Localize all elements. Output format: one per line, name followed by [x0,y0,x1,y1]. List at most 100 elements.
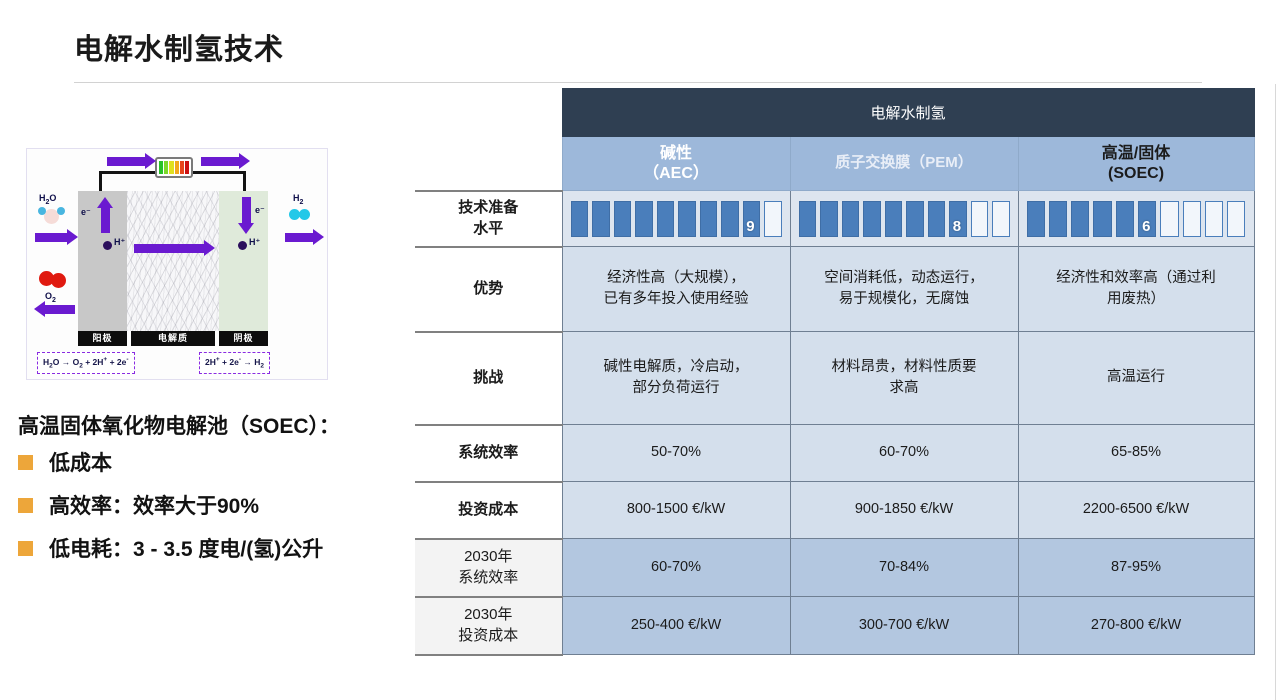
hydrogen-outlet-arrow [285,233,313,242]
table-row: 投资成本 800-1500 €/kW 900-1850 €/kW 2200-65… [415,480,1255,540]
row-label-2030-investment-cost: 2030年投资成本 [415,595,562,656]
current-arrow-right [201,157,239,166]
column-header-pem-line1: 质子交换膜（PEM） [835,154,973,172]
proton-label-cathode: H⁺ [249,237,261,247]
proton-migration-arrow-head-icon [204,240,215,256]
water-inlet-arrow-head-icon [67,229,78,245]
trl-segment [613,200,631,237]
trl-segment [592,200,610,237]
column-header-soec: 高温/固体 (SOEC) [1017,136,1255,191]
trl-segment [906,200,924,237]
advantages-pem: 空间消耗低，动态运行，易于规模化，无腐蚀 [789,246,1019,332]
trl-score-label: 6 [1142,218,1151,236]
trl-bar-soec: 6 [1019,191,1254,246]
water-molecule-h1-icon [38,207,46,215]
trl-bar-pem: 8 [791,191,1018,246]
list-item: 高效率：效率大于90% [18,490,448,520]
trl-segment [1182,200,1201,237]
investment-cost-soec: 2200-6500 €/kW [1017,481,1255,539]
oxygen-outlet-arrow-head-icon [34,301,45,317]
circuit-wire-left-down [99,171,102,193]
system-efficiency-pem: 60-70% [789,424,1019,482]
challenges-pem: 材料昂贵，材料性质要求高 [789,331,1019,425]
trl-segment [970,200,988,237]
title-divider [74,82,1202,83]
investment-cost-pem: 900-1850 €/kW [789,481,1019,539]
trl-bar-aec: 9 [563,191,790,246]
trl-segment [1026,200,1045,237]
hydrogen-molecule-b-icon [299,209,310,220]
trl-segment [742,200,760,237]
electrolyte-region [127,191,219,331]
row-label-trl: 技术准备水平 [415,189,562,248]
anode-label: 阳极 [78,331,127,346]
row-label-system-efficiency: 系统效率 [415,423,562,483]
table-row: 2030年投资成本 250-400 €/kW 300-700 €/kW 270-… [415,595,1255,656]
trl-segment [635,200,653,237]
investment-cost-2030-aec: 250-400 €/kW [561,596,791,655]
trl-segment [570,200,588,237]
column-header-pem: 质子交换膜（PEM） [789,136,1019,191]
water-molecule-h2-icon [57,207,65,215]
electron-label-cathode: e⁻ [255,205,265,215]
header-corner-blank [415,88,562,137]
soec-bullet-list: 低成本 高效率：效率大于90% 低电耗：3 - 3.5 度电/(氢)公升 [18,447,448,576]
trl-segment [798,200,816,237]
cathode-half-reaction: 2H+ + 2e- → H2 [199,352,270,374]
oxygen-outlet-arrow [45,305,75,314]
electron-flow-arrow-anode-head-icon [97,197,113,208]
challenges-soec: 高温运行 [1017,331,1255,425]
trl-segment [841,200,859,237]
page-title: 电解水制氢技术 [74,34,285,66]
trl-segment [949,200,967,237]
table-row: 挑战 碱性电解质，冷启动，部分负荷运行 材料昂贵，材料性质要求高 高温运行 [415,330,1255,426]
header-corner-blank-2 [415,136,562,191]
list-item-label: 低电耗：3 - 3.5 度电/(氢)公升 [49,538,324,561]
power-source-icon [155,157,193,178]
trl-score-label: 9 [746,218,755,236]
investment-cost-aec: 800-1500 €/kW [561,481,791,539]
table-header-group-row: 电解水制氢 [415,88,1255,137]
right-edge-divider [1275,84,1276,700]
trl-segment [992,200,1010,237]
investment-cost-2030-soec: 270-800 €/kW [1017,596,1255,655]
bullet-square-icon [18,540,33,556]
row-label-advantages: 优势 [415,245,562,333]
trl-segment [884,200,902,237]
trl-segment [1048,200,1068,237]
current-arrow-left-head-icon [145,153,156,169]
system-efficiency-2030-soec: 87-95% [1017,538,1255,597]
proton-dot-anode [103,241,112,250]
investment-cost-2030-pem: 300-700 €/kW [789,596,1019,655]
bullet-square-icon [18,497,33,513]
table-row: 优势 经济性高（大规模），已有多年投入使用经验 空间消耗低，动态运行，易于规模化… [415,245,1255,333]
trl-segment [764,200,782,237]
table-column-header-row: 碱性 （AEC） 质子交换膜（PEM） 高温/固体 (SOEC) [415,136,1255,191]
system-efficiency-2030-aec: 60-70% [561,538,791,597]
table-group-header: 电解水制氢 [561,88,1255,137]
column-header-aec-line1: 碱性 [659,144,692,162]
anode-half-reaction: H2O → O2 + 2H+ + 2e- [37,352,135,374]
row-label-investment-cost: 投资成本 [415,480,562,540]
trl-segment [699,200,717,237]
trl-segment [678,200,696,237]
circuit-wire-right-down [243,171,246,193]
soec-heading: 高温固体氧化物电解池（SOEC）： [18,415,341,438]
circuit-wire-left-top [99,171,161,174]
current-arrow-left [107,157,145,166]
column-header-soec-line1: 高温/固体 [1101,144,1171,162]
water-inlet-arrow [35,233,67,242]
water-molecule-icon [44,209,59,224]
system-efficiency-aec: 50-70% [561,424,791,482]
proton-migration-arrow [134,244,204,253]
trl-segment [721,200,739,237]
circuit-wire-right-top [185,171,246,174]
list-item: 低成本 [18,447,448,477]
electrolyte-label: 电解质 [131,331,215,346]
electron-flow-arrow-cathode-head-icon [238,223,254,234]
table-row: 技术准备水平 9 8 6 [415,189,1255,248]
system-efficiency-soec: 65-85% [1017,424,1255,482]
trl-segment [1204,200,1224,237]
list-item-label: 高效率：效率大于90% [49,495,260,518]
trl-cell-aec: 9 [561,190,791,247]
